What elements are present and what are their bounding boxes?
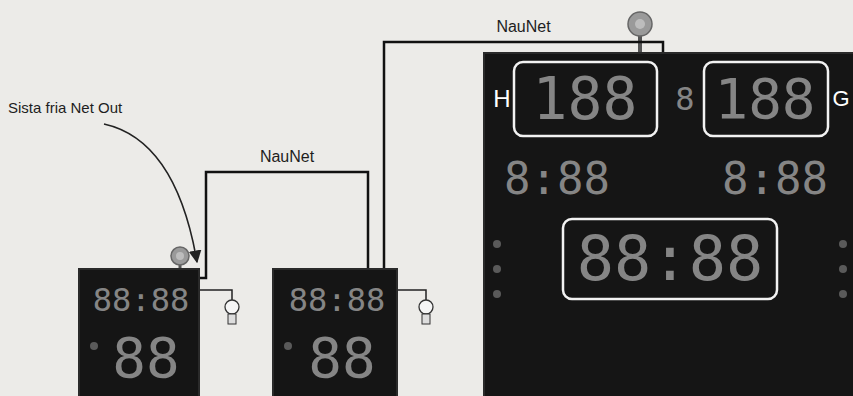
display-digits: 8:88 <box>722 157 828 201</box>
lamp-wire <box>398 290 426 300</box>
indicator-dot <box>493 265 501 273</box>
indicator-dot <box>90 342 98 350</box>
horn <box>171 247 189 265</box>
digit-frame <box>514 62 657 136</box>
lamp-wire <box>200 290 232 300</box>
digit-frame <box>563 219 777 299</box>
team-letter: G <box>832 88 849 110</box>
display-digits: 88 <box>308 330 375 386</box>
display-digits: 188 <box>714 71 815 127</box>
indicator-dot <box>493 290 501 298</box>
team-letter: H <box>493 87 510 111</box>
display-digits: 8 <box>675 83 694 115</box>
lamp-bulb <box>225 300 239 314</box>
lamp-base <box>228 314 236 324</box>
display-digits: 88:88 <box>289 284 385 316</box>
indicator-dot <box>839 240 847 248</box>
indicator-dot <box>839 290 847 298</box>
callout-label: Sista fria Net Out <box>6 100 124 117</box>
display-digits: 88:88 <box>93 284 189 316</box>
indicator-dot <box>493 240 501 248</box>
network-cable <box>200 172 368 278</box>
horn <box>628 12 652 36</box>
indicator-dot <box>839 265 847 273</box>
display-digits: 188 <box>533 70 638 128</box>
scoreboard-main: H 188 8 188 G 8:88 8:88 88:88 <box>483 52 853 396</box>
display-digits: 88 <box>112 330 179 386</box>
lamp-base <box>422 314 430 324</box>
display-digits: 8:88 <box>504 157 610 201</box>
cable-label: NauNet <box>258 148 316 166</box>
digit-frame <box>704 62 828 136</box>
horn-centre <box>176 252 184 260</box>
display-digits: 88:88 <box>577 228 764 290</box>
lamp-bulb <box>419 300 433 314</box>
callout-arrow <box>104 124 197 262</box>
scoreboard-small: 88:88 88 <box>272 268 398 396</box>
scoreboard-small: 88:88 88 <box>78 268 200 396</box>
indicator-dot <box>284 342 292 350</box>
horn-centre <box>635 19 645 29</box>
cable-label: NauNet <box>494 18 552 36</box>
